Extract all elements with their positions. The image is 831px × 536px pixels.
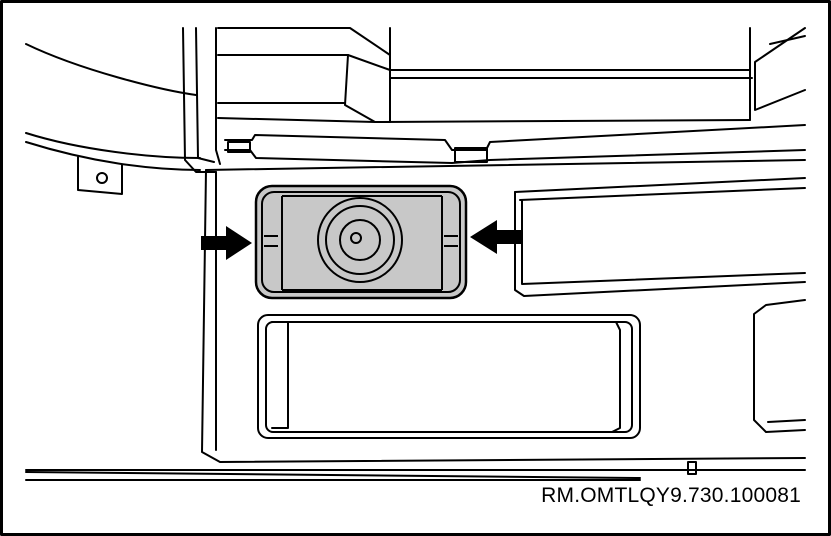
panel-seam (224, 124, 806, 164)
bottom-trim (25, 461, 806, 481)
right-press-arrow (470, 220, 522, 254)
console-panel (201, 159, 806, 463)
left-press-arrow (201, 226, 252, 260)
lower-tray (257, 314, 641, 439)
reference-code: RM.OMTLQY9.730.100081 (541, 484, 801, 507)
mounting-bracket (77, 156, 123, 195)
right-side-piece (753, 299, 806, 433)
upper-tray (217, 27, 806, 123)
